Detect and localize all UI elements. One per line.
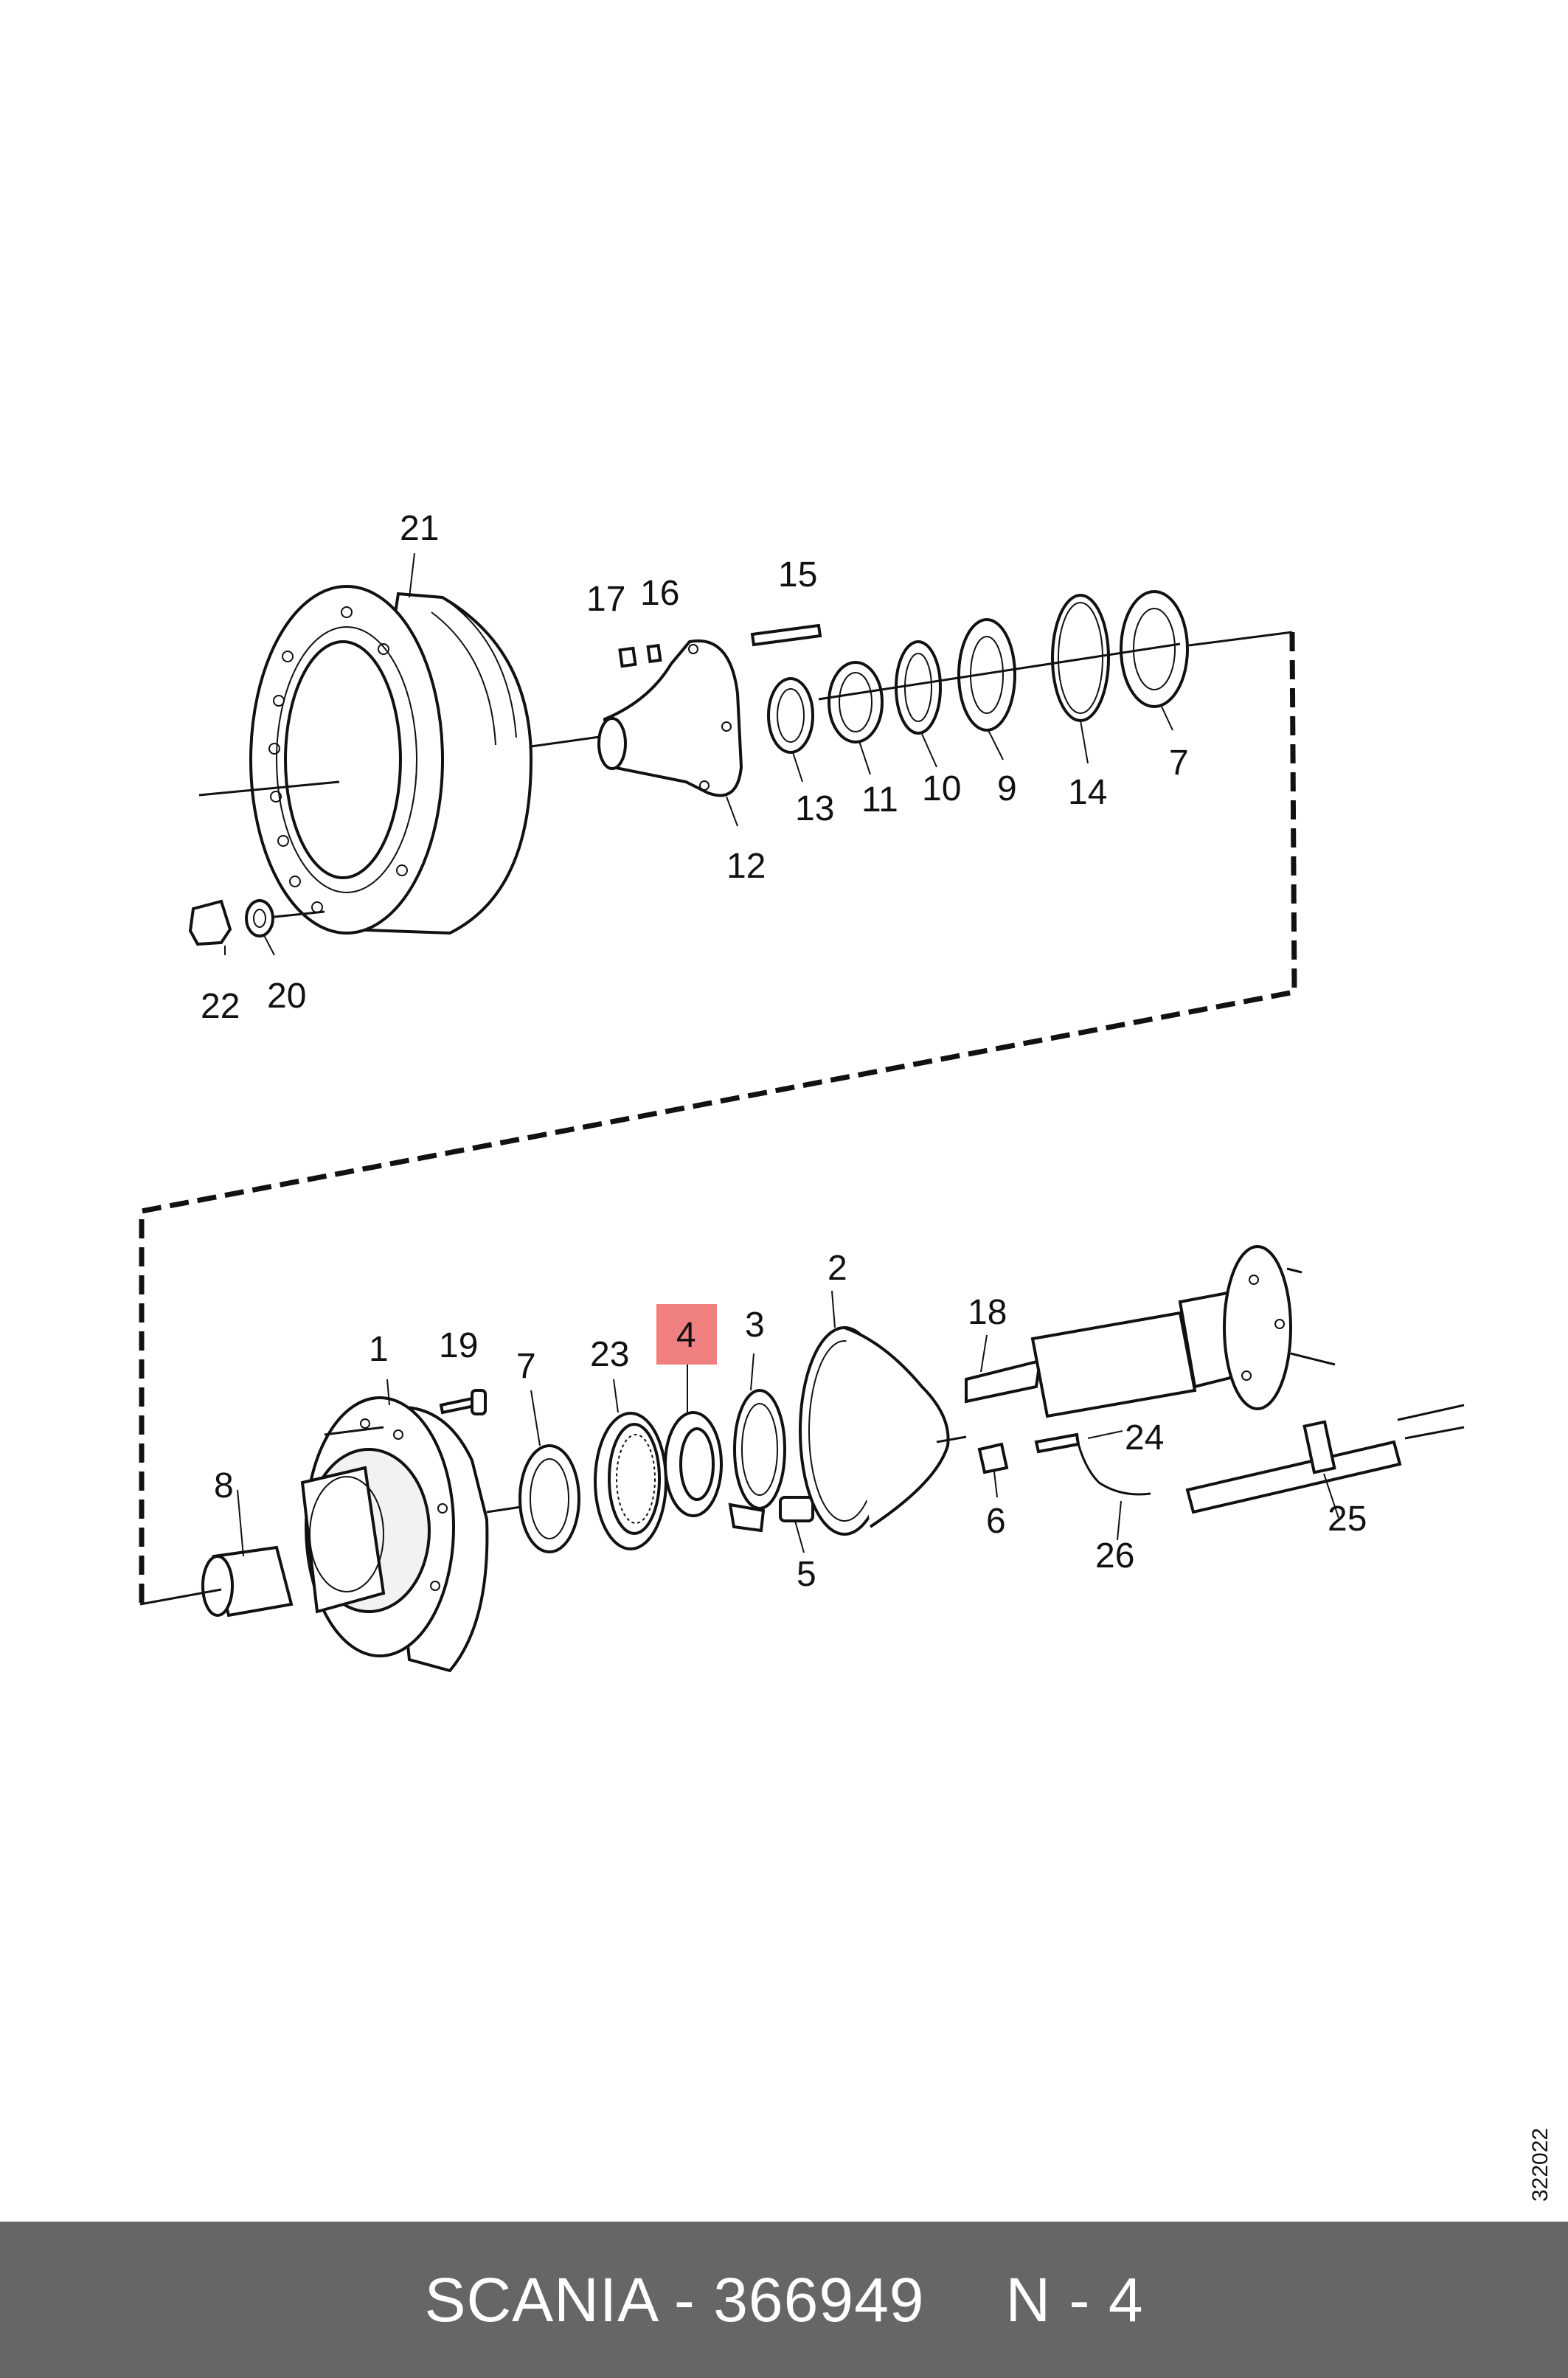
callout-24: 24 (1125, 1418, 1164, 1457)
callout-14: 14 (1068, 773, 1107, 812)
callout-3: 3 (745, 1306, 765, 1345)
callout-25: 25 (1328, 1500, 1367, 1539)
callout-12: 12 (726, 847, 766, 886)
callout-18: 18 (968, 1293, 1007, 1332)
callout-11: 11 (861, 780, 898, 819)
callout-9: 9 (997, 769, 1017, 808)
position-text: N - 4 (1005, 2264, 1144, 2334)
callout-26: 26 (1095, 1536, 1134, 1575)
callout-16: 16 (640, 574, 679, 613)
retaining-ring (733, 1389, 786, 1510)
callout-15: 15 (778, 555, 817, 594)
drive-shaft (936, 1245, 1336, 1443)
callout-21: 21 (400, 509, 439, 548)
callout-19: 19 (439, 1326, 478, 1365)
callout-7a: 7 (1169, 743, 1189, 783)
callout-8: 8 (214, 1466, 234, 1505)
callout-13: 13 (795, 789, 834, 828)
hub-cone (597, 639, 743, 797)
abs-sensor-cable (1034, 1432, 1151, 1496)
footer-bar: SCANIA - 366949 N - 4 (0, 2222, 1568, 2378)
callout-10: 10 (922, 769, 961, 808)
callout-labels: 21 17 16 15 22 20 12 13 11 10 9 14 7 1 1… (201, 509, 1367, 1594)
sensor-sleeve (977, 1442, 1009, 1474)
threaded-sensor (1185, 1404, 1465, 1514)
sleeve (139, 1545, 294, 1618)
leader-lines (224, 552, 1339, 1557)
wheel-nut (188, 899, 325, 946)
callout-17: 17 (586, 580, 625, 619)
drawing-number: 322022 (1528, 2128, 1553, 2202)
callout-5: 5 (797, 1555, 816, 1594)
callout-23: 23 (590, 1335, 629, 1374)
highlighted-seal (664, 1411, 766, 1533)
bolt (439, 1389, 487, 1415)
exploded-parts-diagram: 21 17 16 15 22 20 12 13 11 10 9 14 7 1 1… (139, 509, 1553, 2202)
callout-1: 1 (369, 1330, 389, 1369)
callout-22: 22 (201, 987, 240, 1026)
assembly-connector (139, 631, 1297, 1604)
part-number-text: SCANIA - 366949 (424, 2264, 925, 2334)
bearing-lower (518, 1444, 580, 1553)
callout-2: 2 (828, 1249, 847, 1288)
wheel-hub (300, 1396, 561, 1673)
cover-cone (799, 1326, 950, 1536)
brake-drum (198, 585, 606, 935)
callout-4: 4 (676, 1316, 696, 1355)
callout-7b: 7 (516, 1347, 536, 1386)
callout-6: 6 (986, 1502, 1006, 1541)
gear-ring (594, 1412, 667, 1550)
callout-20: 20 (267, 977, 306, 1016)
seal-rings (767, 590, 1293, 754)
highlight-box (656, 1304, 717, 1365)
pin (779, 1496, 814, 1522)
stud-and-nuts (618, 623, 822, 668)
